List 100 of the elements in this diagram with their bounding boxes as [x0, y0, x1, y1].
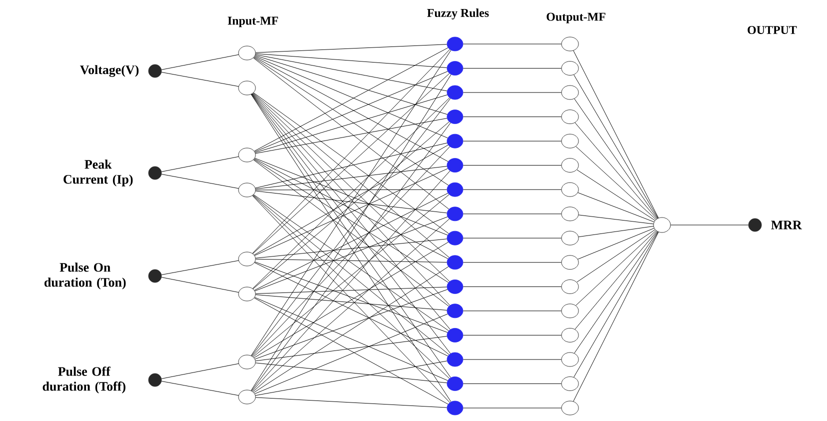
membership-node	[238, 252, 256, 266]
membership-node	[561, 280, 579, 294]
connector-line	[254, 266, 449, 393]
connector-line	[254, 47, 448, 152]
connector-line	[462, 189, 562, 190]
connector-line	[255, 360, 448, 396]
input-node	[148, 373, 162, 387]
connector-line	[578, 192, 654, 222]
connector-line	[462, 334, 562, 336]
connector-line	[161, 363, 239, 379]
membership-node	[561, 206, 579, 222]
connector-line	[574, 98, 658, 219]
membership-node	[561, 85, 579, 100]
connector-line	[462, 359, 562, 360]
node-label: Peak Current (Ip)	[64, 160, 133, 186]
connector-line	[254, 94, 448, 153]
connector-line	[252, 170, 450, 392]
connector-line	[255, 362, 448, 384]
connector-line	[574, 122, 658, 220]
connector-line	[670, 224, 749, 226]
membership-node	[238, 80, 256, 96]
connector-line	[253, 92, 449, 234]
connector-line	[254, 297, 448, 381]
connector-line	[161, 277, 239, 293]
membership-node	[561, 134, 579, 148]
connector-line	[254, 216, 448, 292]
connector-line	[254, 71, 448, 152]
connector-line	[578, 214, 654, 224]
column-header: Output-MF	[546, 12, 606, 24]
connector-line	[574, 74, 658, 218]
connector-line	[254, 159, 449, 283]
connector-line	[254, 192, 448, 291]
connector-line	[462, 262, 562, 263]
membership-node	[561, 36, 579, 52]
connector-line	[254, 55, 448, 115]
connector-line	[462, 140, 562, 142]
output-node	[748, 218, 762, 232]
membership-node	[561, 61, 579, 76]
connector-line	[462, 286, 562, 287]
output-node	[653, 217, 671, 233]
column-header: Input-MF	[228, 16, 278, 28]
membership-node	[561, 376, 579, 391]
membership-node	[561, 400, 579, 416]
connector-line	[253, 194, 449, 331]
membership-node	[238, 182, 256, 198]
connector-line	[255, 190, 448, 214]
connector-line	[254, 56, 448, 162]
connector-line	[255, 166, 448, 190]
connector-line	[255, 294, 448, 310]
membership-node	[561, 255, 579, 270]
column-header: Fuzzy Rules	[427, 8, 489, 20]
connector-line	[255, 53, 448, 68]
connector-line	[462, 310, 562, 312]
membership-node	[561, 230, 579, 246]
connector-line	[254, 262, 448, 356]
connector-line	[462, 92, 562, 93]
connector-line	[253, 160, 450, 306]
column-header: OUTPUT	[748, 26, 797, 34]
connector-line	[161, 174, 239, 189]
membership-node	[561, 304, 579, 318]
connector-line	[576, 230, 656, 306]
membership-node	[238, 390, 256, 404]
connector-line	[254, 314, 448, 394]
connector-line	[254, 158, 448, 236]
input-node	[148, 166, 162, 180]
membership-node	[561, 110, 579, 124]
connector-line	[161, 380, 239, 396]
node-label: MRR	[771, 220, 802, 230]
connector-line	[462, 68, 562, 69]
connector-line	[578, 226, 654, 238]
connector-line	[573, 50, 659, 218]
connector-line	[254, 289, 448, 360]
connector-line	[462, 165, 562, 166]
connector-line	[252, 146, 450, 357]
connector-line	[462, 116, 562, 118]
connector-line	[161, 54, 239, 70]
connector-line	[255, 397, 448, 408]
connector-line	[254, 144, 448, 256]
connector-line	[576, 170, 656, 221]
connector-line	[161, 260, 239, 276]
membership-node	[238, 46, 256, 60]
membership-node	[561, 182, 579, 197]
membership-node	[238, 354, 256, 370]
connector-line	[576, 146, 656, 220]
node-label: Pulse Off duration (Toff)	[42, 366, 126, 394]
connector-line	[252, 218, 450, 392]
input-node	[148, 269, 162, 283]
membership-node	[561, 158, 579, 172]
node-label: Voltage(V)	[80, 65, 139, 77]
connector-line	[255, 118, 448, 154]
membership-node	[238, 286, 256, 302]
membership-node	[238, 148, 256, 162]
connector-line	[255, 54, 448, 92]
connector-line	[255, 142, 448, 188]
connector-line	[254, 57, 449, 186]
connector-line	[573, 232, 659, 402]
connector-line	[254, 298, 448, 404]
connector-line	[255, 258, 448, 263]
connector-line	[254, 242, 448, 358]
connector-line	[576, 229, 656, 282]
